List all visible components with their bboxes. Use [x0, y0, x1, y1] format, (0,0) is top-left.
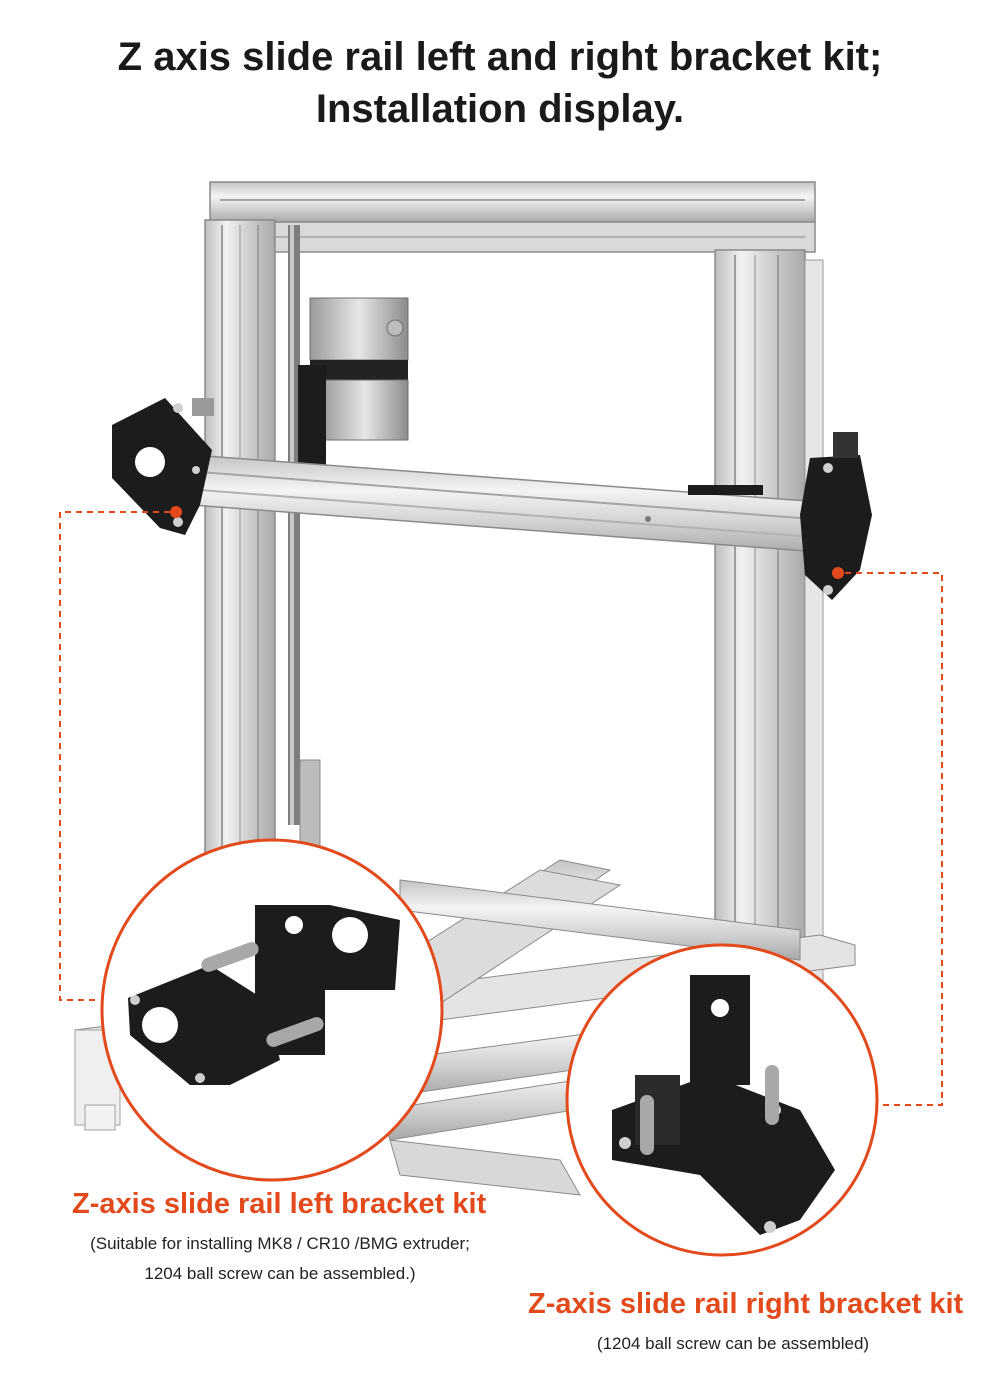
left-kit-note-line-1: (Suitable for installing MK8 / CR10 /BMG…	[90, 1234, 470, 1253]
left-bracket-zoom	[100, 838, 444, 1182]
marker-right	[832, 567, 844, 579]
page-title-line-1: Z axis slide rail left and right bracket…	[117, 35, 883, 79]
right-kit-note: (1204 ball screw can be assembled)	[596, 1334, 870, 1353]
right-bracket-zoom	[565, 943, 879, 1257]
right-kit-title: Z-axis slide rail right bracket kit	[528, 1288, 964, 1320]
right-bracket-on-frame	[688, 432, 872, 600]
marker-left	[170, 506, 182, 518]
right-post	[714, 249, 824, 1021]
left-bracket-on-frame	[112, 398, 214, 535]
left-kit-note-line-2: 1204 ball screw can be assembled.)	[144, 1264, 416, 1283]
left-kit-title: Z-axis slide rail left bracket kit	[72, 1188, 487, 1220]
leader-line-left	[59, 511, 170, 1001]
leader-line-right	[845, 572, 943, 1106]
top-beam	[209, 181, 816, 253]
page-title-line-2: Installation display.	[315, 87, 685, 131]
stepper-motor	[298, 297, 409, 465]
lead-screw	[288, 225, 321, 871]
